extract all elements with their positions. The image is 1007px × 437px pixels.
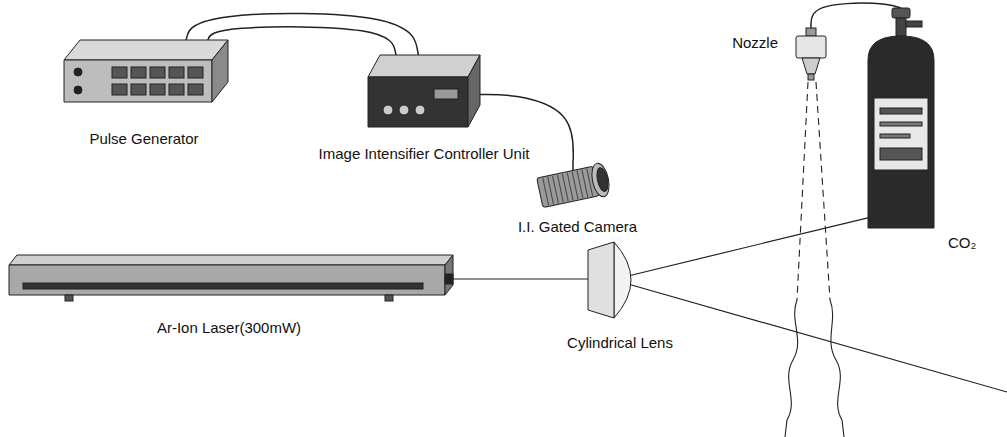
nozzle-cone <box>802 58 820 74</box>
nozzle-body <box>796 36 826 58</box>
device-side <box>212 40 228 102</box>
device-label: Cylindrical Lens <box>567 334 673 352</box>
camera-ridge <box>557 175 563 202</box>
device-front <box>64 60 212 102</box>
lens-flat-face <box>588 242 614 318</box>
panel-switch <box>74 68 82 76</box>
spray-edge <box>797 82 808 300</box>
device-label: Image Intensifier Controller Unit <box>319 145 530 163</box>
device-front <box>9 265 445 295</box>
cylinder-body <box>868 36 934 228</box>
label-stripe <box>880 148 922 160</box>
panel-switch <box>74 86 82 94</box>
spray-edge <box>816 82 830 300</box>
device-top <box>64 40 228 60</box>
camera-body <box>537 166 600 207</box>
panel-button <box>188 67 203 78</box>
control-knob <box>415 105 425 115</box>
laser-sheet-edge <box>628 284 1007 392</box>
controller-unit: Image Intensifier Controller Unit <box>368 55 480 127</box>
panel-button <box>169 67 184 78</box>
camera-ridge <box>577 171 583 198</box>
nozzle-tip <box>808 74 814 80</box>
device-illustration <box>858 8 944 232</box>
camera-ridge <box>572 172 578 199</box>
device-front <box>368 77 468 127</box>
label-stripe <box>880 122 922 126</box>
lens-curved-face <box>614 242 631 318</box>
device-illustration <box>5 255 453 303</box>
label-stripe <box>880 134 910 138</box>
device-illustration <box>588 238 652 322</box>
gated-camera: I.I. Gated Camera <box>535 160 620 210</box>
device-illustration <box>60 40 228 104</box>
device-label: Pulse Generator <box>89 130 198 148</box>
panel-button <box>150 84 165 95</box>
laser-foot <box>385 295 393 301</box>
gas-hose <box>811 3 901 28</box>
camera-ridge <box>543 178 549 205</box>
camera-lens <box>595 167 610 193</box>
device-side <box>445 255 453 295</box>
display-window <box>434 89 458 99</box>
device-label: CO₂ <box>948 234 976 252</box>
control-knob <box>399 105 409 115</box>
camera-ridge <box>548 177 554 204</box>
nozzle: Nozzle <box>788 28 834 80</box>
laser-sheet-edge <box>628 217 872 276</box>
control-knob <box>383 105 393 115</box>
panel-button <box>112 84 127 95</box>
camera-ridge <box>553 176 559 203</box>
valve-knob <box>892 8 910 18</box>
panel-button <box>131 84 146 95</box>
panel-button <box>188 84 203 95</box>
device-side <box>468 55 480 127</box>
nozzle-fitting <box>806 28 816 36</box>
spray-edge <box>830 300 844 437</box>
gas-cylinder: CO₂ <box>858 8 944 232</box>
device-label: Ar-Ion Laser(300mW) <box>157 319 301 337</box>
panel-button <box>112 67 127 78</box>
laser-foot <box>65 295 73 301</box>
device-label: I.I. Gated Camera <box>518 218 637 236</box>
laser-slot <box>23 283 423 289</box>
device-top <box>9 255 453 265</box>
label-stripe <box>880 108 922 114</box>
panel-button <box>169 84 184 95</box>
device-illustration <box>788 28 834 80</box>
spray-edge <box>785 300 798 437</box>
camera-ring <box>589 162 612 199</box>
pulse-generator: Pulse Generator <box>60 40 228 104</box>
signal-cable <box>208 27 396 55</box>
valve-stem <box>896 18 906 36</box>
argon-laser: Ar-Ion Laser(300mW) <box>5 255 453 303</box>
cylindrical-lens: Cylindrical Lens <box>588 238 652 322</box>
camera-ridge <box>582 170 588 197</box>
panel-button <box>131 67 146 78</box>
camera-ridge <box>562 174 568 201</box>
laser-beam <box>453 278 588 279</box>
panel-button <box>150 67 165 78</box>
cylinder-label-band <box>874 98 928 170</box>
device-illustration <box>535 160 620 210</box>
camera-ridge <box>567 173 573 200</box>
laser-aperture <box>445 274 453 284</box>
device-illustration <box>368 55 480 127</box>
device-label: Nozzle <box>732 34 778 52</box>
device-top <box>368 55 480 77</box>
valve-outlet <box>906 21 922 27</box>
camera-body-group <box>536 162 612 210</box>
